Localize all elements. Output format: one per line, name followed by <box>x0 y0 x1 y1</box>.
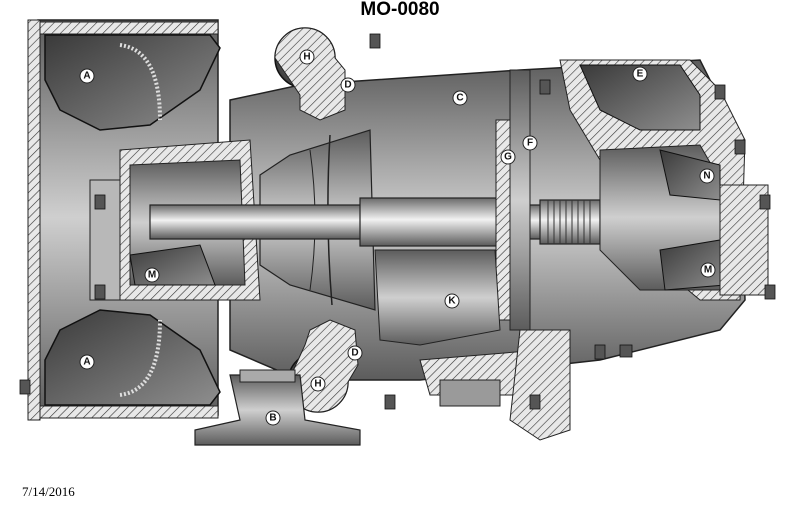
callout-h-bottom: H <box>314 379 321 390</box>
callout-e: E <box>637 69 644 80</box>
callout-f: F <box>527 138 533 149</box>
callout-d-bottom: D <box>351 348 358 359</box>
callout-b: B <box>269 413 276 424</box>
drawing-title: MO-0080 <box>360 0 440 20</box>
callout-g: G <box>504 152 512 163</box>
callout-m-left: M <box>148 270 156 281</box>
callout-a-bottom: A <box>83 357 90 368</box>
callout-d-top: D <box>344 80 351 91</box>
callout-m-right: M <box>704 265 712 276</box>
turbocharger-cross-section: A A B C D D E F G H H K M M N <box>19 19 776 446</box>
callout-c: C <box>456 93 463 104</box>
callout-h-top: H <box>303 52 310 63</box>
callout-k: K <box>448 296 456 307</box>
callout-labels: A A B C D D E F G H H K M M N <box>79 49 716 426</box>
date-stamp: 7/14/2016 <box>22 484 75 499</box>
callout-n: N <box>703 171 710 182</box>
callout-a-top: A <box>83 71 90 82</box>
